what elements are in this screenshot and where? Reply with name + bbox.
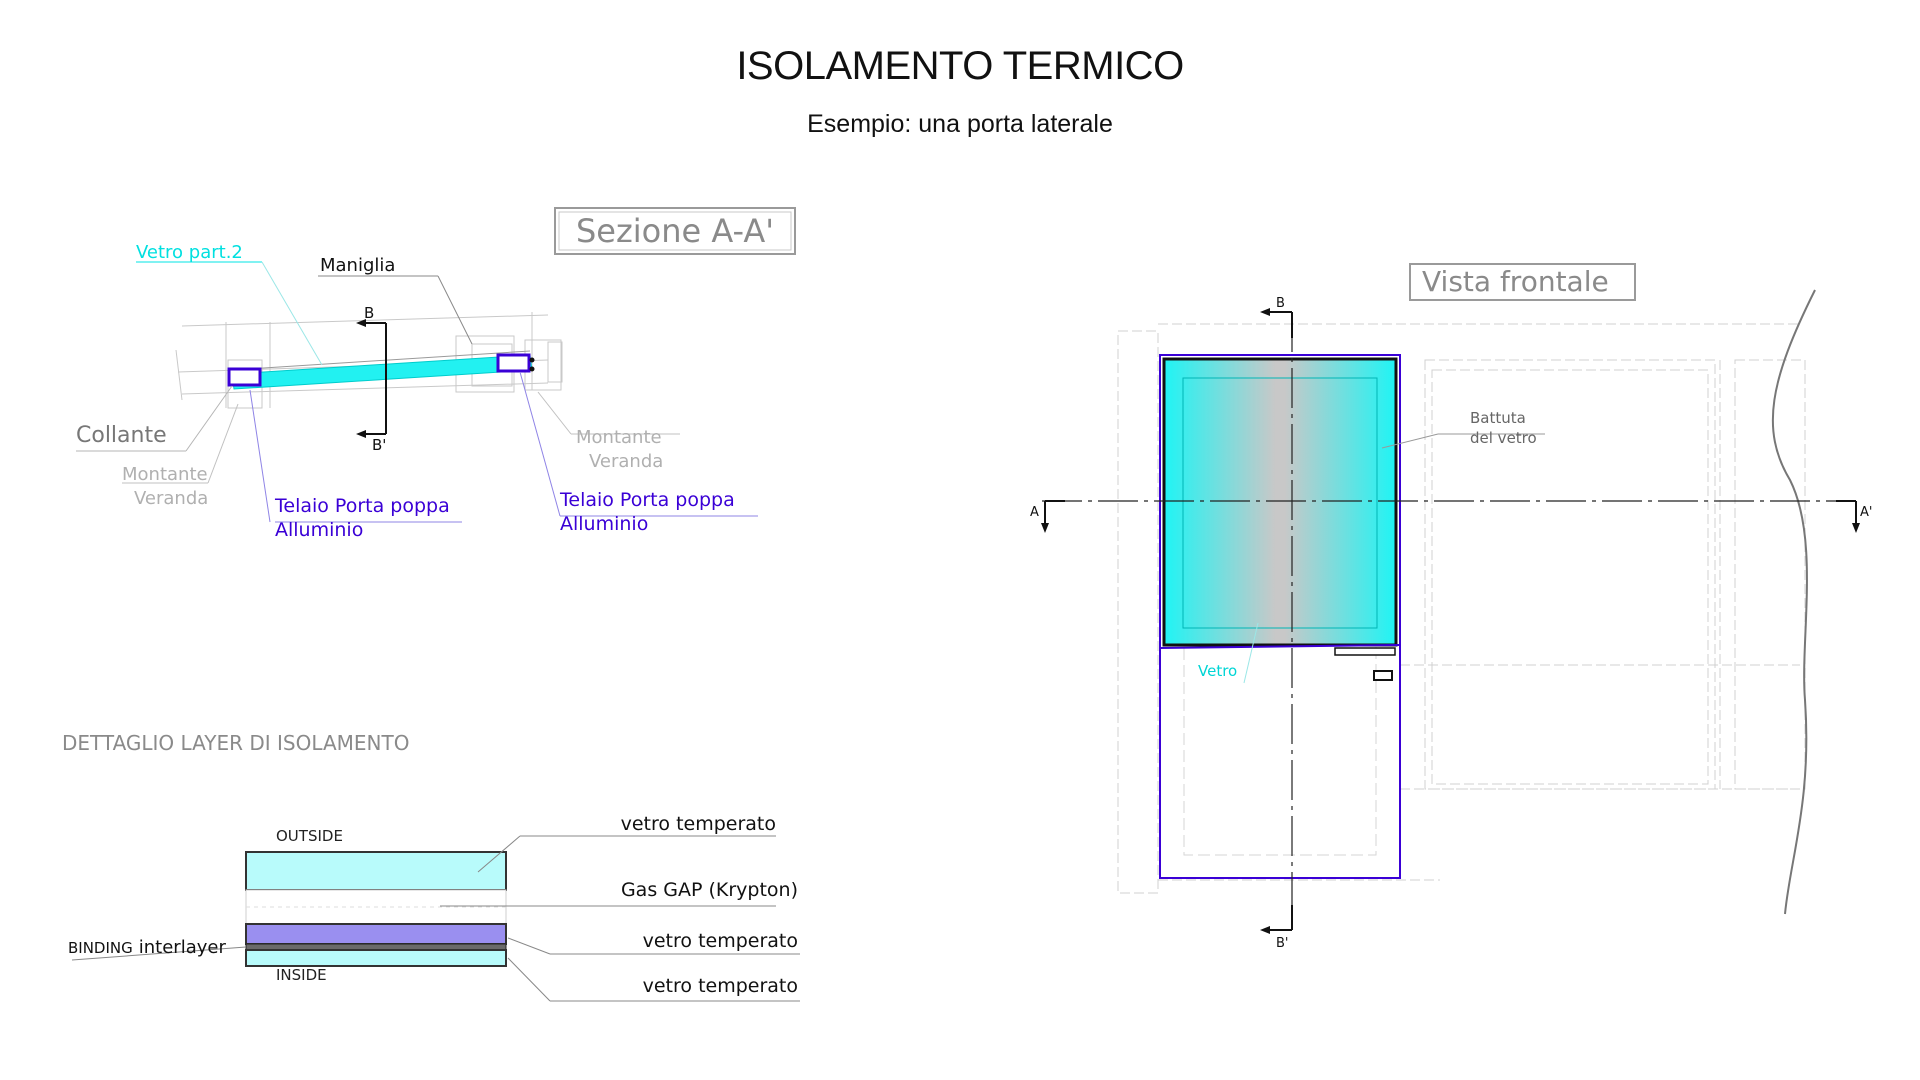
glass-label: Vetro	[1198, 662, 1237, 680]
post-right-label-line2: Veranda	[589, 451, 663, 472]
layer-leader-lines	[71, 835, 800, 1002]
section-glass-top-edge	[231, 350, 531, 371]
cut-marker-b	[1267, 311, 1293, 338]
glass-stop-label: Battuta	[1470, 409, 1526, 427]
glass-lower-frame	[1159, 644, 1401, 649]
layer-label-middle-glass: vetro temperato	[643, 930, 798, 952]
section-cut-arrow-b	[356, 319, 366, 327]
door-lock	[1373, 670, 1393, 681]
binding-label: BINDING interlayer	[68, 937, 226, 958]
break-line	[1771, 289, 1816, 915]
inside-label: INSIDE	[276, 966, 327, 984]
page-title: ISOLAMENTO TERMICO	[736, 44, 1184, 88]
cut-label-b-prime: B'	[1276, 936, 1289, 951]
section-cut-label-b: B	[364, 304, 374, 322]
door-outline	[1159, 354, 1401, 879]
handle-label: Maniglia	[320, 255, 395, 276]
front-construction-lines	[1117, 323, 1806, 894]
front-heading-frame	[1409, 263, 1636, 301]
adhesive-label: Collante	[76, 423, 167, 448]
binding-label-prefix: BINDING	[68, 939, 133, 957]
layer-detail-heading: DETTAGLIO LAYER DI ISOLAMENTO	[62, 731, 409, 755]
cut-label-b: B	[1276, 296, 1285, 311]
glass-stop-leader	[1381, 433, 1439, 449]
front-heading: Vista frontale	[1422, 265, 1609, 298]
cut-label-a-prime: A'	[1860, 505, 1872, 520]
glass-part-label: Vetro part.2	[136, 242, 243, 263]
glass-leader	[1243, 622, 1259, 684]
frame-left-label: Telaio Porta poppa	[274, 495, 450, 517]
frame-right-label-line2: Alluminio	[560, 513, 648, 535]
section-cut-arrow-b-prime	[356, 430, 366, 438]
door-glass-panel	[1162, 357, 1398, 647]
glass-stop-label-line2: del vetro	[1470, 429, 1537, 447]
section-view: Sezione A-A'	[76, 207, 796, 541]
cut-arrow-a-prime	[1852, 523, 1860, 533]
post-left-label-line2: Veranda	[134, 488, 208, 509]
binding-label-suffix: interlayer	[139, 937, 227, 958]
glass-stop-outline	[1182, 377, 1378, 629]
post-right-label: Montante	[576, 427, 662, 448]
cut-label-a: A	[1030, 505, 1039, 520]
section-cut-label-b-prime: B'	[372, 436, 386, 454]
layer-detail: DETTAGLIO LAYER DI ISOLAMENTO OUTSIDE IN…	[62, 731, 800, 1002]
section-heading: Sezione A-A'	[576, 212, 774, 250]
section-fixing-dot	[529, 357, 535, 363]
outside-label: OUTSIDE	[276, 827, 343, 845]
cut-marker-a-prime	[1836, 500, 1857, 526]
section-fixing-dot	[529, 366, 535, 372]
door-handle	[1334, 647, 1396, 656]
section-frame-left	[227, 367, 262, 387]
cut-marker-b-prime	[1267, 905, 1293, 931]
frame-left-label-line2: Alluminio	[275, 519, 363, 541]
layer-tempered-glass-middle	[245, 923, 507, 945]
layer-label-outer-glass: vetro temperato	[621, 813, 776, 835]
section-frame-right	[496, 353, 531, 373]
layer-tempered-glass-outer	[245, 851, 507, 891]
front-view: Vista frontale	[1030, 263, 1872, 951]
section-heading-frame	[554, 207, 796, 255]
post-left-label: Montante	[122, 464, 208, 485]
layer-label-gas-gap: Gas GAP (Krypton)	[621, 879, 798, 901]
frame-right-label: Telaio Porta poppa	[559, 489, 735, 511]
layer-tempered-glass-inner	[245, 949, 507, 967]
layer-label-inner-glass: vetro temperato	[643, 975, 798, 997]
section-leader-lines	[76, 261, 758, 523]
cut-arrow-b	[1260, 308, 1270, 316]
cut-marker-a	[1044, 500, 1065, 526]
cut-arrow-b-prime	[1260, 926, 1270, 934]
section-heading-inner-frame	[558, 211, 792, 251]
page-subtitle: Esempio: una porta laterale	[807, 110, 1113, 138]
cut-arrow-a	[1041, 523, 1049, 533]
